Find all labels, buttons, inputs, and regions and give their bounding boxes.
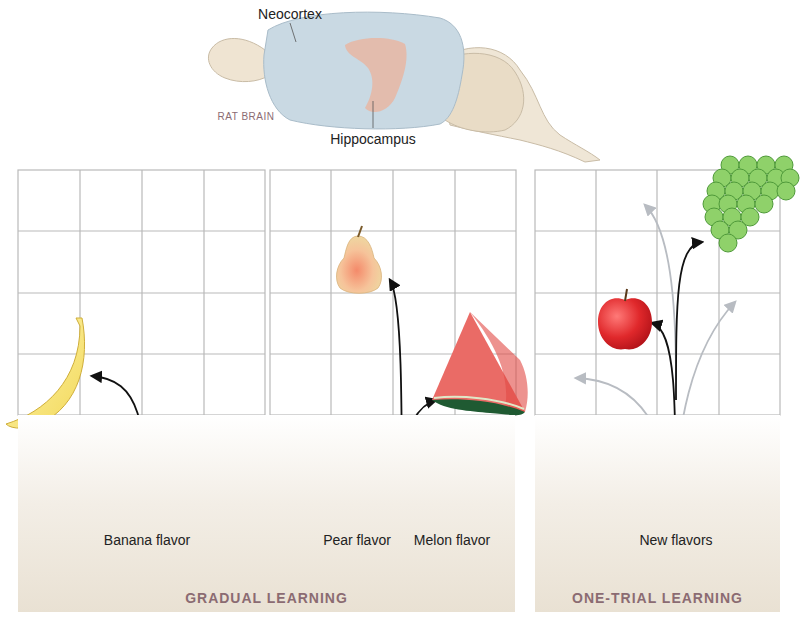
grid	[18, 170, 780, 415]
part-label: Hippocampus	[330, 131, 416, 147]
learning-band: ONE-TRIAL LEARNING	[535, 415, 780, 612]
flavor-label: Pear flavor	[323, 532, 391, 548]
band-heading: ONE-TRIAL LEARNING	[535, 590, 780, 606]
flavor-label: New flavors	[639, 532, 712, 548]
part-label: Neocortex	[258, 6, 322, 22]
apple	[598, 289, 652, 349]
banana	[6, 318, 85, 428]
melon	[432, 312, 528, 415]
grapes	[703, 156, 799, 252]
learning-band: GRADUAL LEARNING	[18, 415, 515, 612]
figure-label: RAT BRAIN	[218, 111, 275, 122]
band-heading: GRADUAL LEARNING	[18, 590, 515, 606]
rat-brain	[208, 12, 600, 162]
flavor-label: Melon flavor	[414, 532, 490, 548]
pear	[337, 226, 382, 293]
flavor-label: Banana flavor	[104, 532, 190, 548]
